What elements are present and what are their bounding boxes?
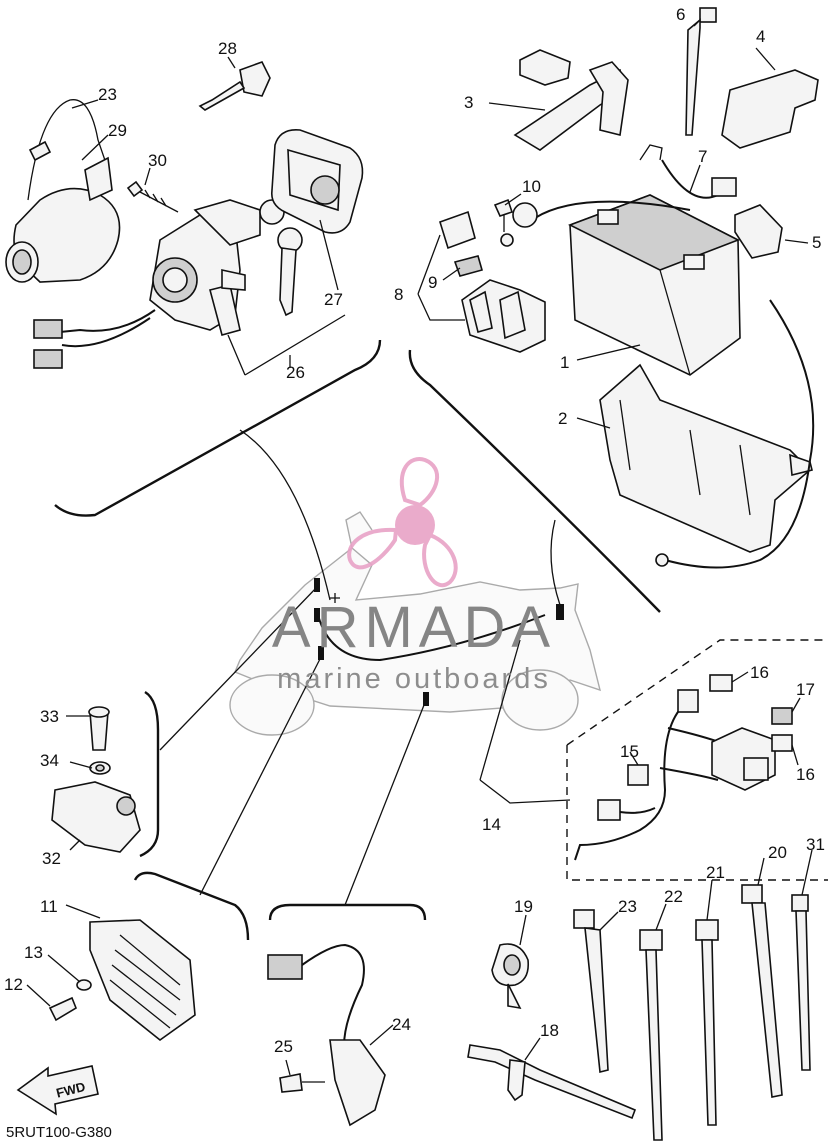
callout-28: 28: [218, 39, 237, 58]
watermark-brand: ARMADA: [271, 595, 557, 660]
cable-tie-31: [791, 894, 811, 1071]
clamp-19: [491, 943, 530, 1010]
callouts: 1 2 3 4 5 6 7 8 9 10 11 12 13 14 15 16 1…: [4, 5, 825, 1056]
callout-30: 30: [148, 151, 167, 170]
location-marker: [556, 604, 564, 620]
location-marker: [423, 692, 429, 706]
bracket-bottom-left: [133, 871, 250, 941]
callout-26: 26: [286, 363, 305, 382]
location-marker: [318, 646, 324, 660]
battery: [568, 194, 741, 376]
connector-16-bottom: [771, 734, 793, 752]
callout-25: 25: [274, 1037, 293, 1056]
callout-19: 19: [514, 897, 533, 916]
callout-33: 33: [40, 707, 59, 726]
callout-5: 5: [812, 233, 821, 252]
callout-16-top: 16: [750, 663, 769, 682]
callout-1: 1: [560, 353, 569, 372]
callout-22: 22: [664, 887, 683, 906]
callout-34: 34: [40, 751, 59, 770]
callout-12: 12: [4, 975, 23, 994]
callout-11: 11: [40, 897, 58, 916]
main-switch: [33, 199, 261, 369]
watermark-tagline: marine outboards: [277, 663, 551, 695]
leader-lines: [26, 19, 813, 1076]
key-set: [198, 61, 303, 317]
location-marker: [314, 578, 320, 592]
callout-24: 24: [392, 1015, 411, 1034]
ground-lead: [664, 299, 815, 569]
callout-32: 32: [42, 849, 61, 868]
callout-29: 29: [108, 121, 127, 140]
fuse-holder: [439, 198, 514, 277]
location-marker: [314, 608, 320, 622]
switch-cover: [270, 128, 364, 234]
callout-31: 31: [806, 835, 825, 854]
fwd-arrow: FWD: [16, 1065, 99, 1116]
sensor-32: [51, 706, 141, 853]
bracket-left-mid: [139, 690, 160, 858]
cable-tie-23: [573, 909, 609, 1073]
callout-17: 17: [796, 680, 815, 699]
callout-7: 7: [698, 147, 707, 166]
cable-tie-18: [467, 1044, 637, 1120]
callout-8: 8: [394, 285, 403, 304]
callout-10: 10: [522, 177, 541, 196]
diagram-code: 5RUT100-G380: [6, 1124, 112, 1141]
cable-tie-21: [695, 919, 719, 1126]
callout-15: 15: [620, 742, 639, 761]
watermark-logo: [347, 457, 458, 588]
motorcycle-outline: [229, 511, 601, 736]
wire-harness-14: [574, 689, 776, 861]
callout-23-bottom: 23: [618, 897, 637, 916]
positive-lead: [534, 200, 691, 219]
callout-6: 6: [676, 5, 685, 24]
callout-13: 13: [24, 943, 43, 962]
bracket-top-right: [408, 349, 661, 613]
battery-case: [599, 363, 813, 553]
starter-relay: [461, 279, 546, 353]
callout-23-top: 23: [98, 85, 117, 104]
relay-15: [627, 764, 649, 786]
terminal-cover-5: [734, 204, 783, 259]
connector-16-top: [709, 674, 733, 692]
callout-3: 3: [464, 93, 473, 112]
callout-16-bottom: 16: [796, 765, 815, 784]
rectifier-regulator: [48, 919, 196, 1042]
callout-18: 18: [540, 1021, 559, 1040]
cable-tie-20: [741, 884, 783, 1098]
callout-9: 9: [428, 273, 437, 292]
connector-17: [771, 707, 793, 725]
fwd-label: FWD: [55, 1079, 87, 1101]
callout-20: 20: [768, 843, 787, 862]
bolt-30: [126, 180, 179, 213]
harness-group-box: [566, 639, 828, 881]
callout-27: 27: [324, 290, 343, 309]
cable-tie-6: [685, 7, 717, 136]
battery-band: [513, 49, 629, 151]
callout-2: 2: [558, 409, 567, 428]
terminal-cover-4: [721, 69, 819, 149]
cable-tie-22: [639, 929, 663, 1141]
callout-21: 21: [706, 863, 725, 882]
bracket-top-left: [54, 339, 382, 517]
callout-14: 14: [482, 815, 501, 834]
bracket-bottom-mid: [268, 903, 427, 921]
headlight-switch-assembly: [5, 99, 121, 283]
sensor-24: [267, 943, 386, 1127]
callout-4: 4: [756, 27, 765, 46]
